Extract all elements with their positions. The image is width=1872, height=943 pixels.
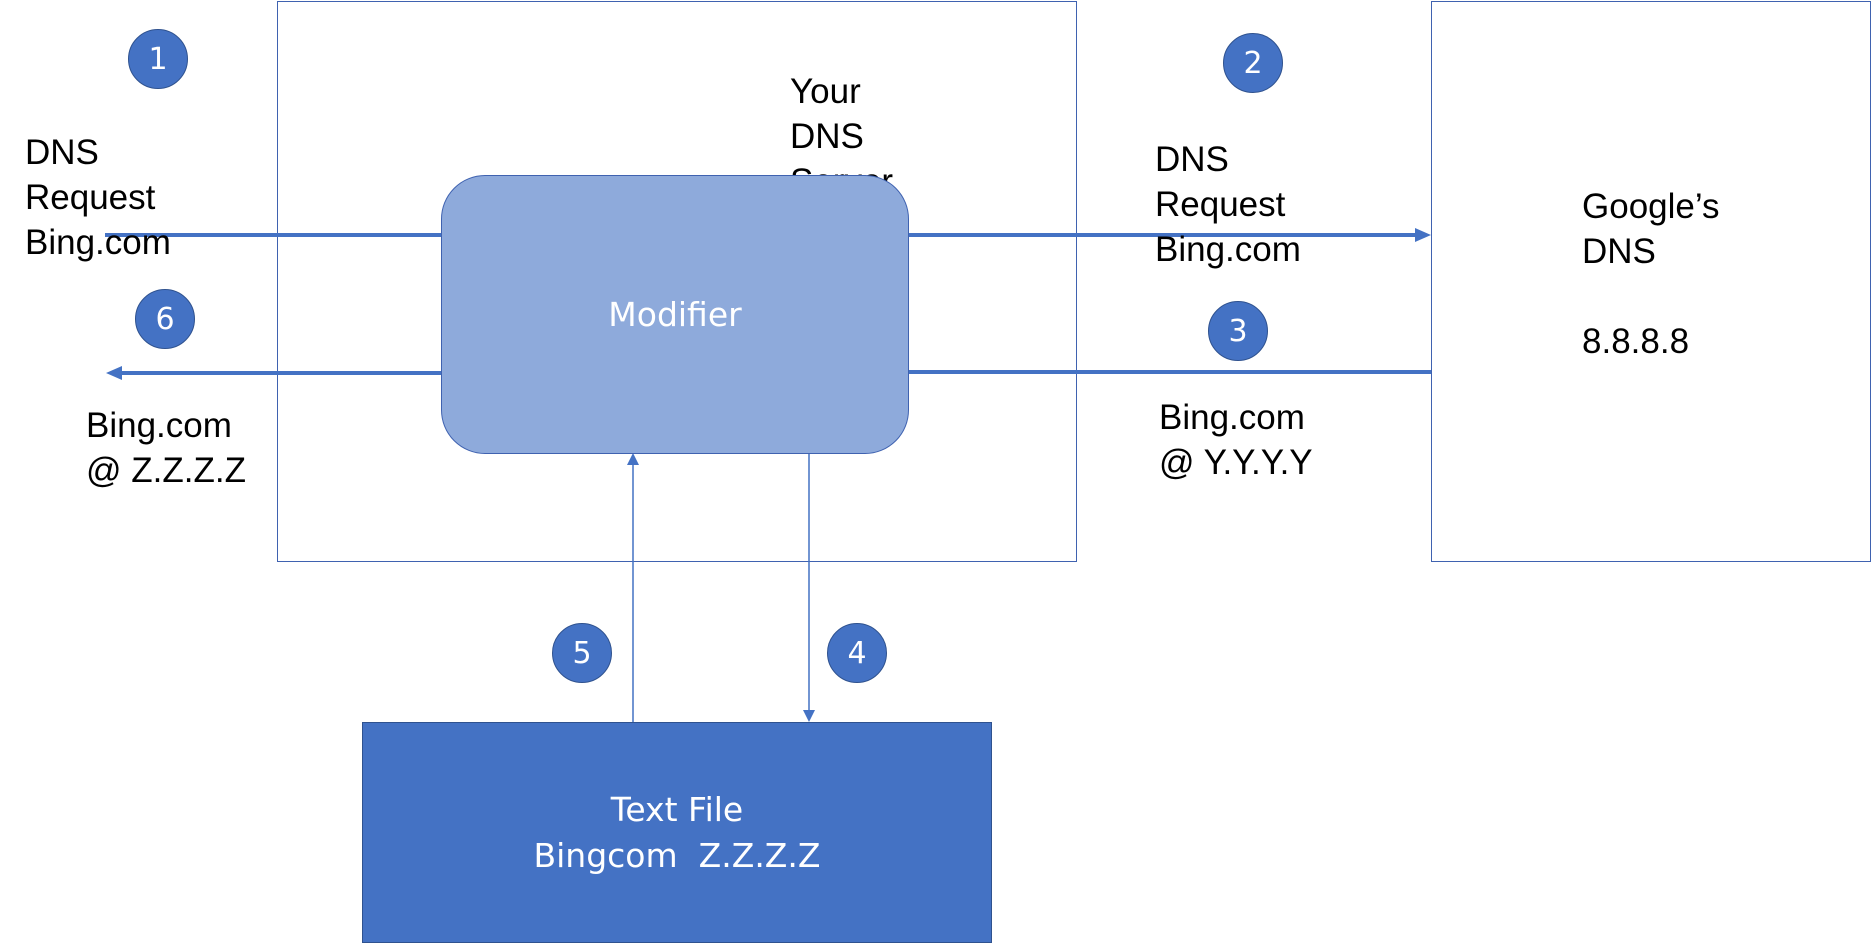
step-1-badge: 1: [128, 29, 188, 89]
response-out-label: Bing.com @ Z.Z.Z.Z: [86, 403, 246, 493]
response-in-line-text: Bing.com: [1159, 398, 1305, 437]
google-dns-label: Google’s DNS 8.8.8.8: [1582, 184, 1720, 364]
step-2-badge: 2: [1223, 33, 1283, 93]
lookup-arrowhead: [803, 710, 815, 722]
response-out-line-text: Bing.com: [86, 406, 232, 445]
step-5-badge: 5: [552, 623, 612, 683]
request-out-line-text: DNS: [1155, 140, 1229, 179]
text-file-entry: Bingcom Z.Z.Z.Z: [533, 835, 821, 875]
request-in-line-text: DNS: [25, 133, 99, 172]
modifier-label: Modifier: [608, 295, 742, 334]
step-3-badge: 3: [1208, 301, 1268, 361]
your-dns-server-line: Your: [790, 72, 861, 111]
result-arrowhead: [627, 453, 639, 465]
google-dns-line: DNS: [1582, 232, 1656, 271]
response-out-line-text: @ Z.Z.Z.Z: [86, 451, 246, 490]
request-out-line-text: Request: [1155, 185, 1286, 224]
request-out-label: DNS Request Bing.com: [1155, 137, 1301, 272]
request-out-arrowhead: [1415, 228, 1431, 242]
step-6-badge: 6: [135, 289, 195, 349]
google-dns-ip: 8.8.8.8: [1582, 322, 1690, 361]
text-file-box: Text File Bingcom Z.Z.Z.Z: [362, 722, 992, 943]
response-out-arrowhead: [106, 366, 122, 380]
request-in-line-text: Request: [25, 178, 156, 217]
modifier-box: Modifier: [441, 175, 909, 454]
step-4-badge: 4: [827, 623, 887, 683]
your-dns-server-line: DNS: [790, 117, 864, 156]
response-in-label: Bing.com @ Y.Y.Y.Y: [1159, 395, 1313, 485]
request-in-label: DNS Request Bing.com: [25, 130, 171, 265]
text-file-title: Text File: [610, 789, 744, 829]
response-in-line-text: @ Y.Y.Y.Y: [1159, 443, 1313, 482]
google-dns-line: Google’s: [1582, 187, 1720, 226]
google-dns-box: [1431, 1, 1871, 562]
request-in-line-text: Bing.com: [25, 223, 171, 262]
request-out-line-text: Bing.com: [1155, 230, 1301, 269]
